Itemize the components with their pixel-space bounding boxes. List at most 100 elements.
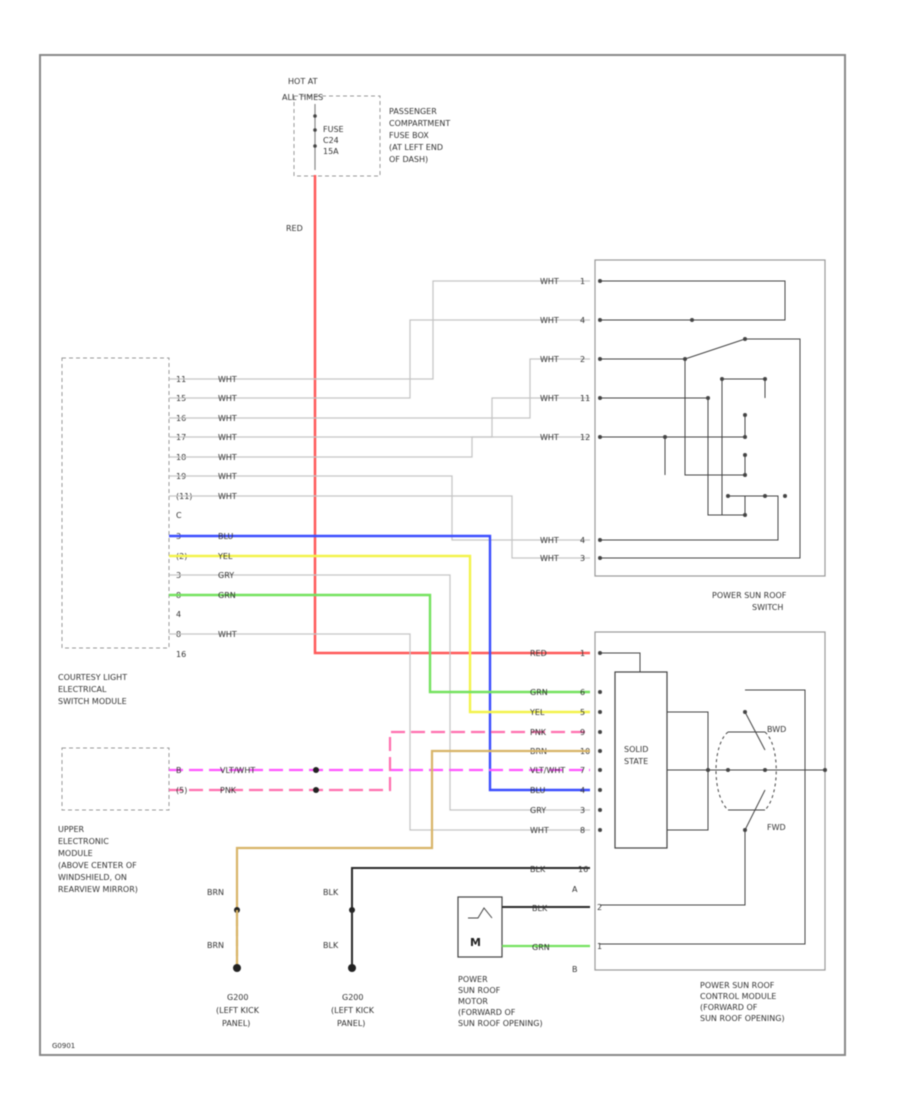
upper-title-line-0: UPPER bbox=[58, 825, 85, 834]
switch-title-1: POWER SUN ROOF bbox=[712, 591, 787, 600]
courtesy-wire-7 bbox=[169, 534, 590, 792]
switch-pin-label-1: 4 bbox=[580, 316, 585, 325]
courtesy-wire-label-11: WHT bbox=[218, 630, 237, 639]
control-internal-circuit bbox=[600, 652, 825, 945]
motor-pin-a: A bbox=[572, 885, 578, 894]
switch-wire-label-0: WHT bbox=[540, 277, 559, 286]
upper-wire-1: VLT/WHT bbox=[220, 766, 255, 775]
upper-pin-1: B bbox=[176, 766, 182, 775]
control-pin-label-0: 1 bbox=[580, 649, 585, 658]
motor-title-line-1: SUN ROOF bbox=[458, 986, 501, 995]
brn-wire bbox=[235, 749, 590, 965]
control-pin-dot-0 bbox=[598, 651, 602, 655]
upper-title-line-4: WINDSHIELD, ON bbox=[58, 873, 127, 882]
fuse-desc-2: COMPARTMENT bbox=[389, 119, 450, 128]
fuse-desc-5: OF DASH) bbox=[389, 155, 428, 164]
fuse-box: HOT AT ALL TIMES FUSE C24 15A PASSENGER … bbox=[282, 77, 450, 177]
control-title-line-1: CONTROL MODULE bbox=[700, 992, 776, 1001]
control-pin-label-7: 3 bbox=[580, 806, 585, 815]
motor-title-line-2: MOTOR bbox=[458, 997, 488, 1006]
bwd-label: BWD bbox=[767, 725, 786, 734]
courtesy-wire-label-7: BLU bbox=[218, 532, 234, 541]
switch-title-2: SWITCH bbox=[752, 603, 783, 612]
control-pin-dot-7 bbox=[598, 808, 602, 812]
solid-state-block bbox=[614, 671, 668, 849]
courtesy-wire-1 bbox=[169, 319, 590, 399]
courtesy-light-module bbox=[61, 357, 170, 649]
fuse-label-2: C24 bbox=[323, 136, 339, 145]
blk-wire-label: BLK bbox=[530, 865, 546, 874]
motor-pin-1: 1 bbox=[597, 942, 602, 951]
upper-title-line-2: MODULE bbox=[58, 849, 93, 858]
courtesy-wire-label-5: WHT bbox=[218, 472, 237, 481]
courtesy-wire-label-10: GRN bbox=[218, 591, 236, 600]
courtesy-wires: WHT WHT WHT WHT WHT WHT WHT BLU YEL GRY GRN WHT bbox=[169, 280, 590, 831]
fuse-header-1: HOT AT bbox=[288, 77, 318, 86]
control-title-line-0: POWER SUN ROOF bbox=[700, 981, 775, 990]
courtesy-wire-label-6: WHT bbox=[218, 492, 237, 501]
courtesy-pin-7: C bbox=[176, 511, 182, 520]
control-pin-dot-8 bbox=[598, 828, 602, 832]
switch-wire-label-5: WHT bbox=[540, 536, 559, 545]
control-pin-dot-5 bbox=[598, 768, 602, 772]
ground-right-name-2: (LEFT KICK bbox=[331, 1006, 375, 1015]
switch-pin-label-3: 11 bbox=[580, 394, 590, 403]
upper-title-line-3: (ABOVE CENTER OF bbox=[58, 861, 137, 870]
pnk-wire bbox=[169, 730, 590, 792]
ground-right-wire: BLK bbox=[323, 888, 339, 897]
switch-wire-label-6: WHT bbox=[540, 554, 559, 563]
courtesy-wire-label-9: GRY bbox=[218, 571, 234, 580]
ground-left-name-2: (LEFT KICK bbox=[216, 1006, 260, 1015]
fuse-desc-1: PASSENGER bbox=[389, 107, 437, 116]
control-pin-dot-1 bbox=[598, 690, 602, 694]
switch-wire-label-1: WHT bbox=[540, 316, 559, 325]
switch-contact-dots bbox=[663, 318, 787, 517]
switch-pin-label-4: 12 bbox=[580, 433, 590, 442]
upper-wire-2: PNK bbox=[220, 786, 237, 795]
courtesy-wire-0 bbox=[169, 280, 590, 380]
courtesy-wire-label-3: WHT bbox=[218, 433, 237, 442]
motor-pin-b: B bbox=[572, 965, 578, 974]
upper-title-line-1: ELECTRONIC bbox=[58, 837, 109, 846]
courtesy-wire-label-4: WHT bbox=[218, 453, 237, 462]
diagram-frame bbox=[39, 54, 846, 1056]
motor-title-line-4: SUN ROOF OPENING) bbox=[458, 1019, 543, 1028]
control-wire-label-3: PNK bbox=[530, 728, 547, 737]
control-wire-label-0: RED bbox=[530, 649, 547, 658]
relay-coil-2 bbox=[764, 731, 777, 811]
control-pin-dot-4 bbox=[598, 749, 602, 753]
control-wire-label-6: BLU bbox=[530, 786, 546, 795]
courtesy-wire-label-8: YEL bbox=[217, 552, 233, 561]
ground-right-name-3: PANEL) bbox=[337, 1019, 365, 1028]
motor-grn-label: GRN bbox=[532, 943, 550, 952]
ground-left: BRN BRN G200 (LEFT KICK PANEL) bbox=[207, 888, 260, 1028]
control-title-line-3: SUN ROOF OPENING) bbox=[700, 1014, 785, 1023]
ground-right-name-1: G200 bbox=[342, 993, 363, 1002]
upper-title-line-5: REARVIEW MIRROR) bbox=[58, 885, 138, 894]
control-pin-label-1: 6 bbox=[580, 688, 585, 697]
fwd-label: FWD bbox=[767, 823, 786, 832]
courtesy-wire-10 bbox=[169, 593, 590, 694]
fuse-desc-4: (AT LEFT END bbox=[389, 143, 443, 152]
switch-pin-label-0: 1 bbox=[580, 277, 585, 286]
courtesy-wire-label-1: WHT bbox=[218, 394, 237, 403]
courtesy-wire-8 bbox=[169, 554, 590, 714]
switch-internal-circuit bbox=[600, 280, 801, 559]
upper-pin-2: (5) bbox=[176, 786, 187, 795]
upper-module-title: UPPER ELECTRONIC MODULE (ABOVE CENTER OF WIN… bbox=[58, 825, 138, 894]
red-wire bbox=[313, 175, 590, 655]
motor-symbol: M bbox=[470, 936, 481, 949]
sun-roof-switch bbox=[594, 259, 826, 577]
courtesy-title-1: COURTESY LIGHT bbox=[58, 673, 127, 682]
upper-electronic-module bbox=[61, 747, 170, 811]
control-wire-label-2: YEL bbox=[529, 708, 545, 717]
motor-blk-label: BLK bbox=[532, 904, 548, 913]
control-wire-label-8: WHT bbox=[530, 826, 549, 835]
control-title-line-2: (FORWARD OF bbox=[700, 1003, 758, 1012]
fuse-label-1: FUSE bbox=[323, 125, 344, 134]
courtesy-wire-label-0: WHT bbox=[218, 375, 237, 384]
fuse-desc-3: FUSE BOX bbox=[389, 131, 429, 140]
